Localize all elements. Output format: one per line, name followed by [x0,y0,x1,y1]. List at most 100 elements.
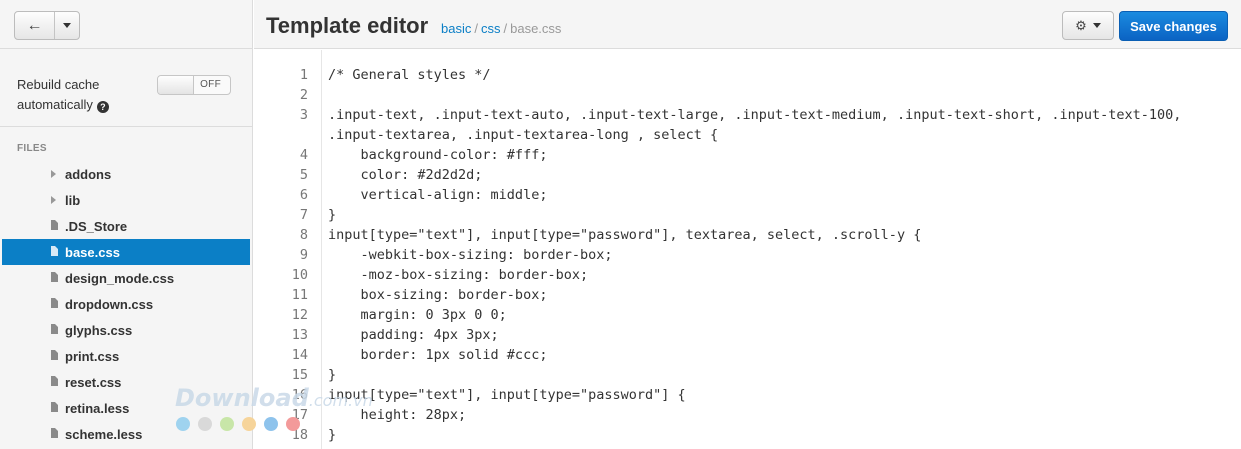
settings-button[interactable]: ⚙ [1062,11,1114,40]
sidebar: ← Rebuild cache automatically? OFF FILES… [0,0,253,449]
line-number: 13 [291,327,308,343]
file-icon [51,272,58,282]
header: Template editor basic/css/base.css ⚙ Sav… [254,0,1241,49]
folder-item[interactable]: lib [0,187,252,213]
breadcrumb-basic[interactable]: basic [441,21,472,36]
watermark-dot [198,417,212,431]
code-line[interactable]: box-sizing: border-box; [328,287,548,303]
code-line[interactable]: height: 28px; [328,407,467,423]
rebuild-cache-panel: Rebuild cache automatically? OFF [0,49,252,127]
breadcrumb-separator: / [474,21,478,36]
back-button[interactable]: ← [15,12,55,39]
watermark-dot [264,417,278,431]
toggle-knob[interactable] [158,76,194,94]
code-line[interactable]: -webkit-box-sizing: border-box; [328,247,613,263]
file-item[interactable]: scheme.less [0,421,252,447]
file-icon [51,298,58,308]
code-line[interactable]: background-color: #fff; [328,147,548,163]
watermark-dot [220,417,234,431]
file-item[interactable]: print.css [0,343,252,369]
breadcrumb-separator: / [503,21,508,36]
back-dropdown-button[interactable] [55,12,79,39]
line-number: 16 [291,387,308,403]
file-item[interactable]: reset.css [0,369,252,395]
gear-icon: ⚙ [1075,18,1087,33]
file-label: design_mode.css [65,271,175,286]
watermark-dot [242,417,256,431]
file-label: scheme.less [65,427,143,442]
code-line[interactable]: vertical-align: middle; [328,187,548,203]
back-arrow-icon: ← [26,16,43,34]
line-number: 7 [299,207,308,223]
line-number: 8 [299,227,308,243]
chevron-down-icon [63,23,71,28]
code-line[interactable]: -moz-box-sizing: border-box; [328,267,589,283]
code-line[interactable]: } [328,427,337,443]
line-number: 5 [299,167,308,183]
file-icon [51,220,58,230]
line-number: 10 [291,267,308,283]
file-label: glyphs.css [65,323,133,338]
line-number: 18 [291,427,308,443]
file-label: print.css [65,349,120,364]
file-label: addons [65,167,112,182]
line-number: 4 [299,147,308,163]
line-number: 1 [299,67,308,83]
code-line[interactable]: .input-text, .input-text-auto, .input-te… [328,107,1182,123]
expand-arrow-icon[interactable] [51,170,56,178]
sidebar-toolbar: ← [0,0,252,49]
code-line[interactable]: padding: 4px 3px; [328,327,499,343]
file-label: base.css [65,245,120,260]
chevron-down-icon [1092,23,1101,28]
line-number: 12 [291,307,308,323]
file-label: .DS_Store [65,219,128,234]
line-number: 3 [299,107,308,123]
file-icon [51,324,58,334]
watermark-dot [286,417,300,431]
line-number: 15 [291,367,308,383]
code-line[interactable]: .input-textarea, .input-textarea-long , … [328,127,719,143]
code-line[interactable]: color: #2d2d2d; [328,167,483,183]
file-icon [51,350,58,360]
code-line[interactable]: border: 1px solid #ccc; [328,347,548,363]
file-label: dropdown.css [65,297,154,312]
file-label: retina.less [65,401,130,416]
file-item[interactable]: glyphs.css [0,317,252,343]
file-item[interactable]: .DS_Store [0,213,252,239]
code-line[interactable]: } [328,367,337,383]
breadcrumb-css[interactable]: css [480,21,501,36]
file-item[interactable]: dropdown.css [0,291,252,317]
toggle-state: OFF [200,79,221,90]
rebuild-cache-label: Rebuild cache automatically? [17,75,137,115]
expand-arrow-icon[interactable] [51,196,56,204]
code-line[interactable]: } [328,207,337,223]
code-line[interactable]: input[type="text"], input[type="password… [328,387,686,403]
file-item[interactable]: retina.less [0,395,252,421]
file-item[interactable]: design_mode.css [0,265,252,291]
page-title: Template editor [266,13,429,38]
code-line[interactable]: input[type="text"], input[type="password… [328,227,922,243]
file-icon [51,376,58,386]
line-number: 11 [291,287,308,303]
line-number: 6 [299,187,308,203]
watermark-dots [176,417,300,431]
code-line[interactable]: margin: 0 3px 0 0; [328,307,507,323]
line-number: 9 [299,247,308,263]
rebuild-cache-toggle[interactable]: OFF [157,75,231,95]
file-list: addons lib .DS_Store base.css design_mode.cs… [0,161,252,447]
line-number: 14 [291,347,308,363]
files-heading: FILES [17,143,47,154]
breadcrumb: basic/css/base.css [441,21,561,36]
save-button[interactable]: Save changes [1119,11,1228,41]
watermark-dot [176,417,190,431]
breadcrumb-current: base.css [510,21,562,36]
help-icon[interactable]: ? [96,101,109,113]
file-item[interactable]: base.css [2,239,250,265]
file-label: lib [65,193,81,208]
code-line[interactable]: /* General styles */ [328,67,491,83]
back-button-group[interactable]: ← [14,11,80,40]
file-icon [51,246,58,256]
folder-item[interactable]: addons [0,161,252,187]
